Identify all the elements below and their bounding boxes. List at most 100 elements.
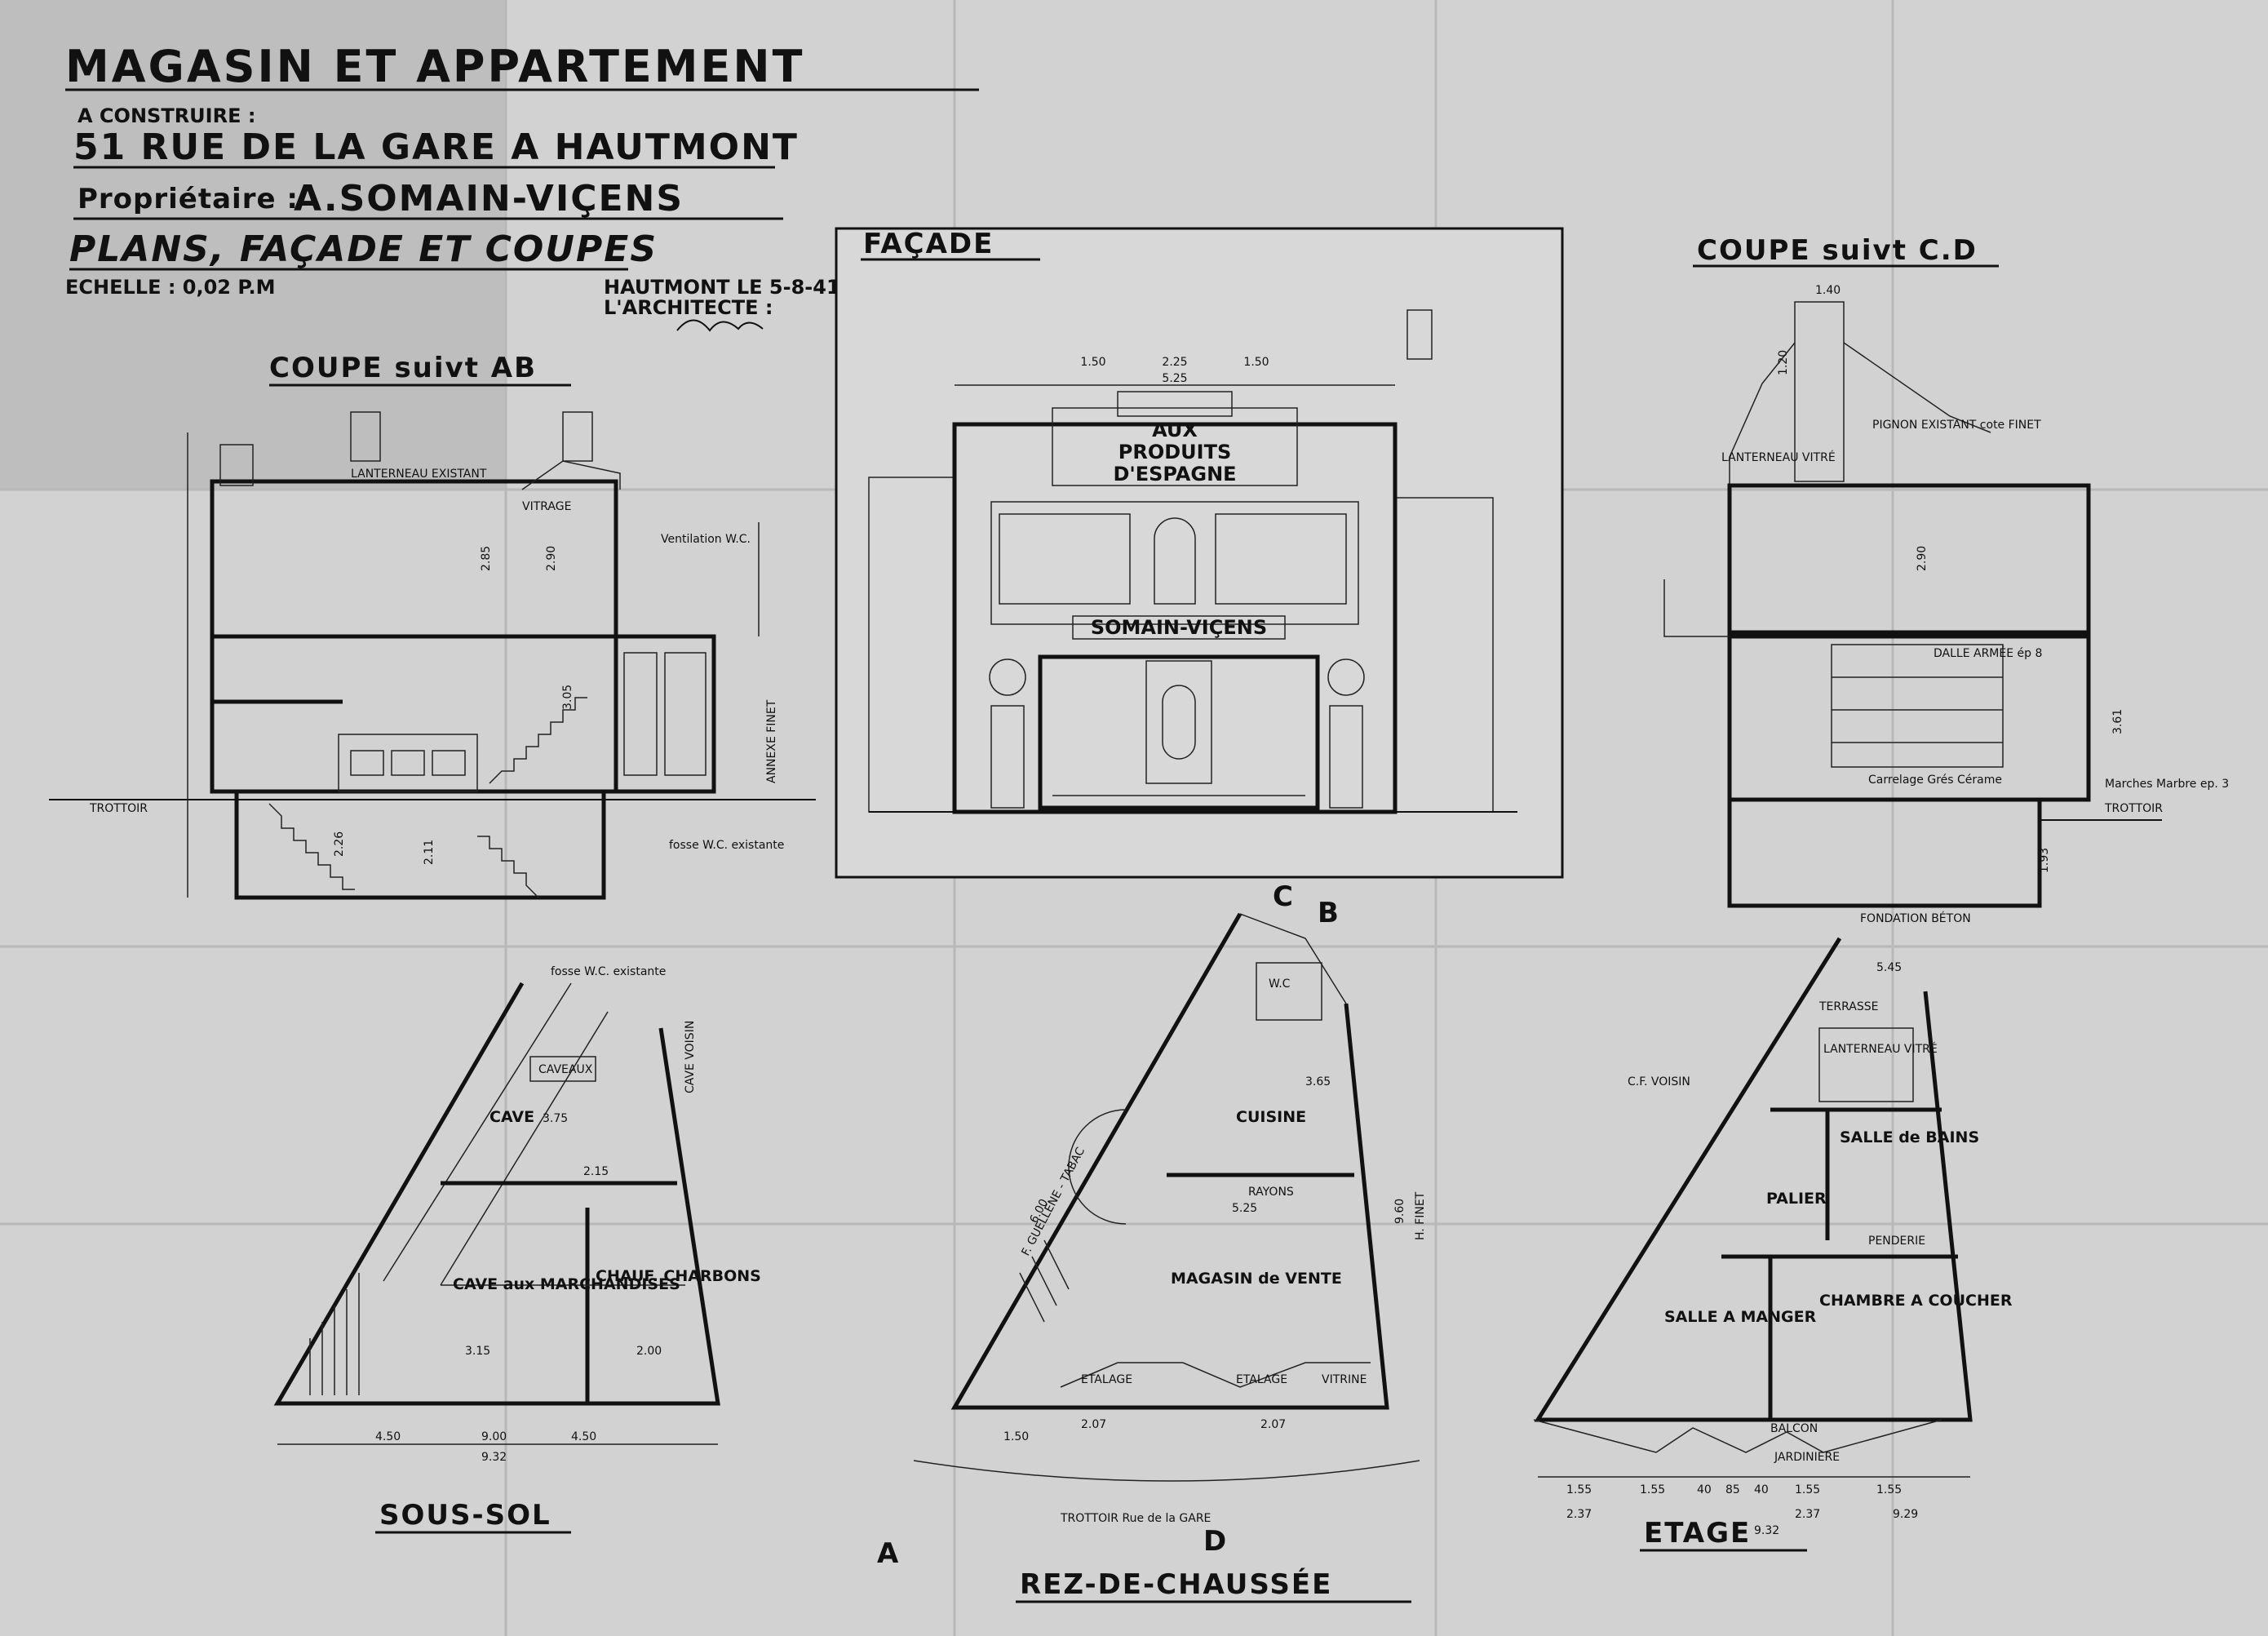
coupe-ab-ventilation: Ventilation W.C. xyxy=(661,533,751,546)
date-label: HAUTMONT LE 5-8-41 xyxy=(604,276,840,299)
title-line-1: MAGASIN ET APPARTEMENT xyxy=(65,41,804,92)
coupe-cd-dim-1: 1.40 xyxy=(1815,284,1841,297)
etage-dim-3: 40 xyxy=(1697,1483,1712,1496)
etage-cf-voisin: C.F. VOISIN xyxy=(1628,1075,1690,1088)
coupe-ab-lanterneau: LANTERNEAU EXISTANT xyxy=(351,468,487,481)
sous-sol-dim-5: 3.15 xyxy=(465,1345,490,1358)
etage-salle-bains: SALLE de BAINS xyxy=(1840,1128,1979,1146)
etage-palier: PALIER xyxy=(1766,1190,1827,1208)
sous-sol-dim-1: 4.50 xyxy=(375,1430,401,1443)
facade-dim-c: 1.50 xyxy=(1243,356,1269,369)
sous-sol-room-marchandises: CAVE aux MARCHANDISES xyxy=(453,1275,680,1293)
coupe-cd-lanterneau: LANTERNEAU VITRÉ xyxy=(1721,450,1836,464)
architect-label: L'ARCHITECTE : xyxy=(604,296,773,319)
rdc-dim-5: 1.50 xyxy=(1003,1430,1029,1443)
coupe-cd-section: COUPE suivt C.D LANTERNEAU VITRÉ PIGNON … xyxy=(1663,234,2229,925)
coupe-cd-heading: COUPE suivt C.D xyxy=(1697,234,1978,267)
rdc-marker-c: C xyxy=(1273,880,1294,913)
rdc-marker-a: A xyxy=(877,1537,899,1570)
coupe-cd-dalle: DALLE ARMÉE ép 8 xyxy=(1934,646,2042,660)
facade-sign-bottom: D'ESPAGNE xyxy=(1113,463,1236,485)
rdc-room-cuisine: CUISINE xyxy=(1236,1108,1306,1126)
architect-signature xyxy=(676,319,764,332)
facade-dim-a: 1.50 xyxy=(1080,356,1105,369)
sous-sol-room-cave: CAVE xyxy=(489,1108,534,1126)
coupe-cd-marches: Marches Marbre ep. 3 xyxy=(2105,778,2229,791)
coupe-ab-section: COUPE suivt AB LANTERNEAU EXISTANT VITRA… xyxy=(49,352,816,900)
rdc-dim-2: 9.60 xyxy=(1393,1199,1406,1224)
coupe-ab-annexe: ANNEXE FINET xyxy=(765,699,778,783)
sous-sol-dim-6: 2.00 xyxy=(636,1345,662,1358)
etage-heading: ETAGE xyxy=(1644,1517,1751,1550)
scale-label: ECHELLE : 0,02 P.M xyxy=(65,276,276,299)
etage-dim-7: 1.55 xyxy=(1876,1483,1902,1496)
etage-dim-6: 1.55 xyxy=(1795,1483,1820,1496)
sous-sol-dim-3: 9.32 xyxy=(481,1451,507,1464)
coupe-ab-dim-5: 2.11 xyxy=(423,840,436,865)
facade-name-band: SOMAIN-VIÇENS xyxy=(1091,616,1267,639)
coupe-cd-dim-4: 3.61 xyxy=(2111,709,2124,734)
rdc-right-neighbour: H. FINET xyxy=(1414,1191,1427,1240)
rdc-vitrine: VITRINE xyxy=(1322,1373,1367,1386)
rdc-rayons: RAYONS xyxy=(1248,1186,1294,1199)
coupe-cd-pignon: PIGNON EXISTANT cote FINET xyxy=(1872,419,2041,432)
etage-dim-12: 5.45 xyxy=(1876,961,1902,974)
facade-section: FAÇADE AUX PRODUITS D'ESPAGNE SOMAIN-VIÇ… xyxy=(835,227,1564,879)
sous-sol-heading: SOUS-SOL xyxy=(379,1499,551,1532)
facade-heading: FAÇADE xyxy=(863,228,994,260)
sous-sol-dim-8: 3.75 xyxy=(543,1112,568,1125)
rdc-dim-3: 2.07 xyxy=(1081,1418,1106,1431)
rdc-room-wc: W.C xyxy=(1269,978,1291,991)
etage-lanterneau: LANTERNEAU VITRÉ xyxy=(1823,1042,1938,1056)
coupe-cd-dim-2: 1.20 xyxy=(1777,350,1790,375)
etage-dim-2: 1.55 xyxy=(1640,1483,1665,1496)
etage-penderie: PENDERIE xyxy=(1868,1235,1925,1248)
etage-chambre: CHAMBRE A COUCHER xyxy=(1819,1292,2013,1310)
coupe-cd-dim-3: 2.90 xyxy=(1916,546,1929,571)
rdc-marker-d: D xyxy=(1203,1525,1227,1558)
etage-dim-4: 85 xyxy=(1725,1483,1740,1496)
rdc-heading: REZ-DE-CHAUSSÉE xyxy=(1020,1567,1332,1601)
etage-dim-9: 2.37 xyxy=(1795,1508,1820,1521)
etage-dim-1: 1.55 xyxy=(1566,1483,1592,1496)
title-block: MAGASIN ET APPARTEMENT A CONSTRUIRE : 51… xyxy=(65,41,979,332)
sous-sol-dim-7: 2.15 xyxy=(583,1165,609,1178)
facade-sign-mid: PRODUITS xyxy=(1118,441,1231,463)
facade-sign-top: AUX xyxy=(1152,419,1198,441)
rdc-dim-6: 3.65 xyxy=(1305,1075,1331,1088)
title-line-2: A CONSTRUIRE : xyxy=(78,104,255,127)
rdc-room-magasin: MAGASIN de VENTE xyxy=(1171,1270,1342,1288)
coupe-ab-dim-2: 2.85 xyxy=(480,546,493,571)
etage-dim-11: 9.32 xyxy=(1754,1524,1779,1537)
coupe-cd-dim-5: 1.93 xyxy=(2038,848,2051,873)
sous-sol-plan: CAVE CAVE aux MARCHANDISES CHAUF. CHARBO… xyxy=(273,965,761,1534)
rdc-trottoir: TROTTOIR Rue de la GARE xyxy=(1060,1512,1211,1525)
sous-sol-cave-voisin: CAVE VOISIN xyxy=(684,1021,697,1093)
coupe-ab-dim-4: 2.26 xyxy=(333,831,346,857)
title-address: 51 RUE DE LA GARE A HAUTMONT xyxy=(73,126,799,168)
facade-dim-total: 5.25 xyxy=(1162,372,1187,385)
coupe-ab-dim-3: 3.05 xyxy=(561,685,574,710)
etage-salle-manger: SALLE A MANGER xyxy=(1664,1308,1817,1326)
coupe-ab-fosse: fosse W.C. existante xyxy=(669,839,784,852)
etage-dim-5: 40 xyxy=(1754,1483,1769,1496)
coupe-cd-carrelage: Carrelage Grés Cérame xyxy=(1868,774,2002,787)
rdc-dim-7: 5.25 xyxy=(1232,1202,1257,1215)
rdc-etalage-1: ETALAGE xyxy=(1081,1373,1132,1386)
sous-sol-room-chauf: CHAUF. CHARBONS xyxy=(596,1267,761,1285)
title-plans: PLANS, FAÇADE ET COUPES xyxy=(69,228,658,270)
rdc-marker-b: B xyxy=(1318,897,1340,929)
etage-terrasse: TERRASSE xyxy=(1818,1000,1878,1013)
rdc-dim-4: 2.07 xyxy=(1260,1418,1286,1431)
rdc-etalage-2: ETALAGE xyxy=(1236,1373,1287,1386)
sous-sol-dim-2: 9.00 xyxy=(481,1430,507,1443)
facade-dim-b: 2.25 xyxy=(1162,356,1187,369)
coupe-ab-trottoir: TROTTOIR xyxy=(89,802,148,815)
sous-sol-fosse: fosse W.C. existante xyxy=(551,965,666,978)
coupe-ab-vitrage: VITRAGE xyxy=(522,500,571,513)
etage-plan: TERRASSE LANTERNEAU VITRÉ SALLE de BAINS… xyxy=(1533,937,2013,1552)
etage-dim-10: 9.29 xyxy=(1893,1508,1918,1521)
coupe-cd-trottoir: TROTTOIR xyxy=(2104,802,2163,815)
sous-sol-caveaux: CAVEAUX xyxy=(538,1063,593,1076)
